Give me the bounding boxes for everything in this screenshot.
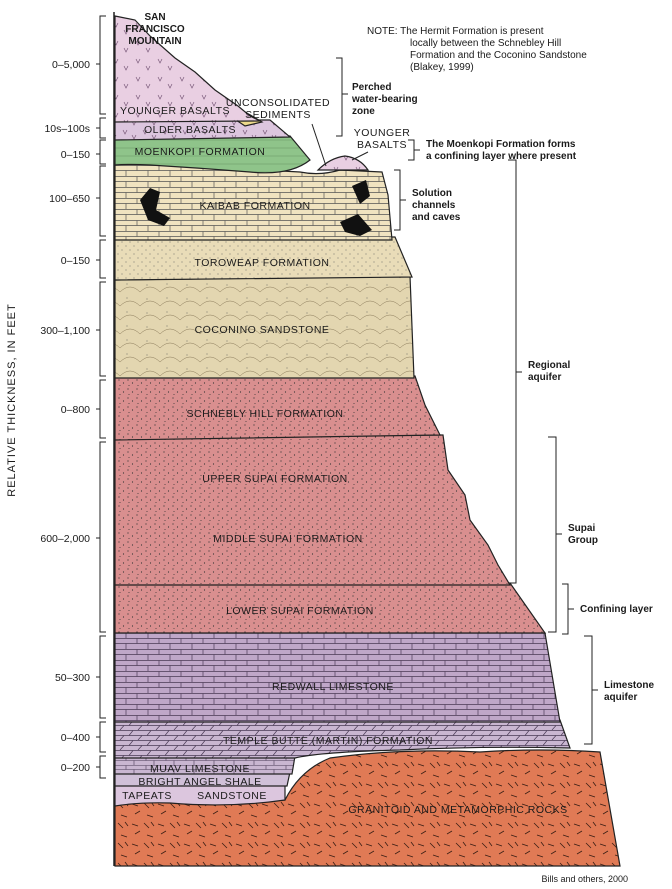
rock-units — [114, 15, 621, 867]
granitoid-unit — [114, 749, 621, 867]
solution-bracket — [394, 169, 406, 231]
solution-label: and caves — [412, 212, 461, 223]
bracket-0 — [96, 15, 106, 115]
middle-supai-label: MIDDLE SUPAI FORMATION — [213, 533, 362, 545]
basalts-right-leader — [351, 151, 369, 161]
supai-label: Group — [568, 535, 598, 546]
credit-label: Bills and others, 2000 — [541, 874, 628, 884]
thickness-label: 300–1,100 — [40, 325, 90, 337]
regional-bracket — [508, 159, 522, 584]
limestone-bracket — [584, 635, 598, 745]
thickness-label: 100–650 — [49, 193, 90, 205]
thickness-label: 0–200 — [61, 762, 90, 774]
regional-label: aquifer — [528, 372, 561, 383]
note-line: NOTE: The Hermit Formation is present — [367, 26, 544, 37]
formation-labels: SAN FRANCISCO MOUNTAIN YOUNGER BASALTS U… — [120, 12, 567, 816]
axis-title: RELATIVE THICKNESS, IN FEET — [6, 303, 18, 496]
thickness-label: 600–2,000 — [40, 533, 90, 545]
coconino-label: COCONINO SANDSTONE — [195, 324, 330, 336]
redwall-label: REDWALL LIMESTONE — [272, 681, 394, 693]
unconsolidated-label: SEDIMENTS — [245, 109, 311, 121]
kaibab-label: KAIBAB FORMATION — [199, 200, 310, 212]
kaibab-unit — [114, 161, 393, 241]
bracket-1 — [96, 117, 106, 139]
regional-label: Regional — [528, 360, 570, 371]
bracket-5 — [96, 281, 106, 377]
solution-channel-right — [340, 214, 372, 236]
supai-bracket — [548, 436, 562, 633]
solution-channel-right-upper — [352, 180, 370, 204]
moenkopi-unit — [114, 135, 311, 174]
note-line: locally between the Schnebley Hill — [410, 38, 561, 49]
peak-label-line: FRANCISCO — [125, 24, 185, 35]
bracket-8 — [96, 635, 106, 719]
toroweap-label: TOROWEAP FORMATION — [194, 257, 329, 269]
unconsolidated-label: UNCONSOLIDATED — [226, 97, 330, 109]
sediment-leader — [311, 123, 327, 167]
thickness-label: 50–300 — [55, 672, 90, 684]
upper-middle-supai-unit — [114, 434, 512, 586]
bracket-7 — [96, 441, 106, 633]
redwall-unit — [114, 632, 561, 723]
temple-butte-label: TEMPLE BUTTE (MARTIN) FORMATION — [223, 735, 433, 747]
tapeats-label: TAPEATS — [122, 790, 172, 802]
granitoid-label: GRANITOID AND METAMORPHIC ROCKS — [348, 804, 567, 816]
bracket-10 — [96, 755, 106, 779]
supai-label: Supai — [568, 523, 595, 534]
note-line: (Blakey, 1999) — [410, 62, 474, 73]
temple-butte-unit — [114, 719, 571, 759]
bracket-6 — [96, 379, 106, 439]
moenkopi-confining-label: a confining layer where present — [426, 151, 577, 162]
older-basalts-label: OLDER BASALTS — [144, 124, 236, 136]
younger-basalts-right-unit — [316, 155, 370, 171]
note-block: NOTE: The Hermit Formation is present lo… — [367, 26, 587, 73]
solution-label: Solution — [412, 188, 452, 199]
solution-label: channels — [412, 200, 456, 211]
limestone-label: aquifer — [604, 692, 637, 703]
perched-label: water-bearing — [351, 94, 418, 105]
note-line: Formation and the Coconino Sandstone — [410, 50, 587, 61]
younger-basalts-unit — [114, 15, 261, 123]
thickness-label: 0–400 — [61, 732, 90, 744]
lower-supai-label: LOWER SUPAI FORMATION — [226, 605, 374, 617]
tapeats-label: SANDSTONE — [197, 790, 267, 802]
thickness-label: 10s–100s — [44, 123, 90, 135]
thickness-label: 0–150 — [61, 255, 90, 267]
tapeats-unit — [114, 781, 286, 807]
upper-supai-label: UPPER SUPAI FORMATION — [202, 473, 347, 485]
solution-channel-left — [140, 188, 170, 226]
bracket-9 — [96, 721, 106, 753]
muav-label: MUAV LIMESTONE — [150, 763, 250, 775]
schnebly-label: SCHNEBLY HILL FORMATION — [187, 408, 344, 420]
hydrologic-annotations: Perched water-bearing zone The Moenkopi … — [336, 57, 654, 745]
moenkopi-confining-label: The Moenkopi Formation forms — [426, 139, 576, 150]
younger-basalts-label: YOUNGER BASALTS — [120, 105, 230, 117]
younger-basalts-right-label: BASALTS — [357, 139, 407, 151]
perched-label: zone — [352, 106, 375, 117]
confining-bracket — [562, 583, 574, 635]
moenkopi-label: MOENKOPI FORMATION — [135, 146, 266, 158]
younger-basalts-right-label: YOUNGER — [354, 127, 411, 139]
perched-label: Perched — [352, 82, 391, 93]
bright-angel-label: BRIGHT ANGEL SHALE — [138, 776, 261, 788]
perched-bracket — [336, 57, 348, 137]
peak-label-line: MOUNTAIN — [128, 36, 181, 47]
thickness-label: 0–5,000 — [52, 59, 90, 71]
limestone-label: Limestone — [604, 680, 654, 691]
thickness-axis: 0–5,000 10s–100s 0–150 100–650 0–150 300… — [6, 12, 115, 866]
bracket-3 — [96, 165, 106, 237]
moenkopi-bracket — [408, 139, 420, 161]
thickness-label: 0–800 — [61, 404, 90, 416]
bracket-2 — [96, 139, 106, 165]
bracket-4 — [96, 239, 106, 279]
confining-label: Confining layer — [580, 604, 653, 615]
peak-label-line: SAN — [144, 12, 165, 23]
thickness-label: 0–150 — [61, 149, 90, 161]
